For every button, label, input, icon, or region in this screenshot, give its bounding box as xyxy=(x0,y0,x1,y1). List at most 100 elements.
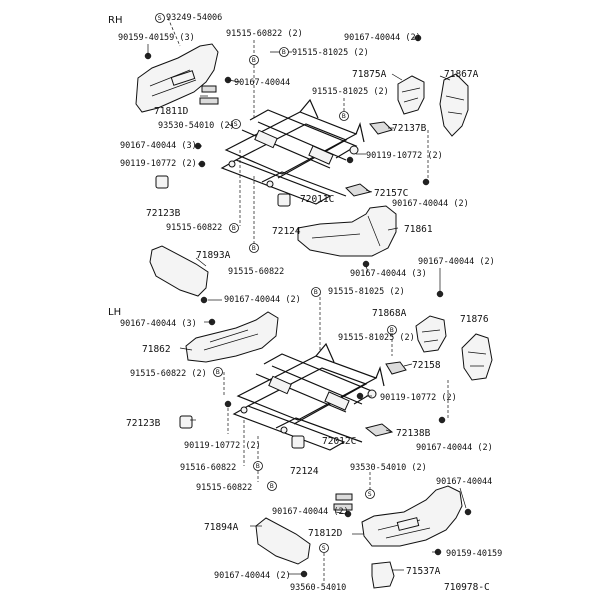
label-91515-81025-c: 91515-81025 (2) xyxy=(328,287,405,297)
label-90119-10772-lh-l: 90119-10772 (2) xyxy=(184,441,261,451)
label-91515-60822-c: 91515-60822 xyxy=(228,267,284,277)
label-90167-40044-rh-r: 90167-40044 (2) xyxy=(418,257,495,267)
markers-lh: B B B B B S S xyxy=(213,287,397,553)
label-90119-10772-lh-r: 90119-10772 (2) xyxy=(380,393,457,403)
shield-71862 xyxy=(185,311,279,363)
seat-track-72012c xyxy=(232,342,385,451)
label-93560-54010: 93560-54010 xyxy=(290,583,346,593)
label-72124-lh: 72124 xyxy=(290,466,319,477)
cover-71876 xyxy=(461,333,493,381)
label-91516-60822: 91516-60822 xyxy=(180,463,236,473)
cover-71893a xyxy=(149,245,209,297)
clip-72157c xyxy=(345,183,372,197)
label-90167-40044-3: 90167-40044 (3) xyxy=(120,141,197,151)
label-90167-40044-mid: 90167-40044 (2) xyxy=(392,199,469,209)
label-91515-60822-b: 91515-60822 xyxy=(166,223,222,233)
label-90167-40044-upper: 90167-40044 xyxy=(234,78,290,88)
clip-72158 xyxy=(385,361,407,375)
label-72124-rh: 72124 xyxy=(272,226,301,237)
side-label-rh: RH xyxy=(108,15,122,26)
cover-71894a xyxy=(255,517,311,565)
svg-text:B: B xyxy=(342,113,346,120)
label-93530-54010-rh: 93530-54010 (2) xyxy=(158,121,235,131)
label-90159-40159-lh: 90159-40159 xyxy=(446,549,502,559)
shield-71811d xyxy=(135,43,219,113)
bracket-lh-a xyxy=(335,493,353,501)
bracket-rh-a xyxy=(201,85,217,93)
label-72123b-lh: 72123B xyxy=(126,418,161,429)
clip-72137b xyxy=(369,121,393,135)
label-72157c: 72157C xyxy=(374,188,408,199)
side-label-lh: LH xyxy=(108,307,121,318)
cap-72123b-rh xyxy=(155,175,169,189)
label-71812d: 71812D xyxy=(308,528,343,539)
label-90167-40044-lh-3: 90167-40044 (3) xyxy=(120,319,197,329)
label-91515-81025-b: 91515-81025 (2) xyxy=(312,87,389,97)
svg-text:B: B xyxy=(232,225,236,232)
label-72137b: 72137B xyxy=(392,123,427,134)
markers-rh: S B B B S B B xyxy=(155,13,349,253)
label-72011c: 72011C xyxy=(300,194,334,205)
svg-text:B: B xyxy=(282,49,286,56)
cap-72124-rh xyxy=(277,193,291,207)
shield-71812d xyxy=(361,485,463,547)
svg-text:S: S xyxy=(158,15,162,22)
label-72012c: 72012C xyxy=(322,436,356,447)
label-91515-60822-d: 91515-60822 (2) xyxy=(130,369,207,379)
svg-text:S: S xyxy=(368,491,372,498)
label-90167-40044-cover: 90167-40044 (3) xyxy=(350,269,427,279)
clip-72138b xyxy=(364,423,394,437)
label-71862: 71862 xyxy=(142,344,171,355)
leaders-rh xyxy=(147,17,451,301)
label-90167-40044-lh-right: 90167-40044 xyxy=(436,477,492,487)
label-91515-60822-e: 91515-60822 xyxy=(196,483,252,493)
cap-72124-lh xyxy=(291,435,305,449)
label-71893a: 71893A xyxy=(196,250,231,261)
svg-text:B: B xyxy=(252,245,256,252)
label-71811d: 71811D xyxy=(154,106,189,117)
label-72138b: 72138B xyxy=(396,428,431,439)
cover-71537a xyxy=(371,561,395,589)
leaders-lh xyxy=(179,292,467,582)
svg-text:B: B xyxy=(252,57,256,64)
label-90167-40044-lh-2: 90167-40044 (2) xyxy=(272,507,349,517)
svg-text:S: S xyxy=(322,545,326,552)
shield-71861 xyxy=(297,205,397,257)
label-90167-40044-top: 90167-40044 (2) xyxy=(344,33,421,43)
label-93530-54010-lh: 93530-54010 (2) xyxy=(350,463,427,473)
label-71875a: 71875A xyxy=(352,69,387,80)
label-91515-81025-a: 91515-81025 (2) xyxy=(292,48,369,58)
label-90167-40044-lh-r: 90167-40044 (2) xyxy=(416,443,493,453)
cover-71867a xyxy=(439,73,469,137)
svg-text:B: B xyxy=(216,369,220,376)
bracket-rh-b xyxy=(199,97,219,105)
bracket-lh-b xyxy=(333,503,353,511)
cover-71875a xyxy=(397,75,425,115)
svg-text:B: B xyxy=(270,483,274,490)
label-90119-10772-rh-r: 90119-10772 (2) xyxy=(366,151,443,161)
label-90167-40044-bottom: 90167-40044 (2) xyxy=(214,571,291,581)
label-71861: 71861 xyxy=(404,224,433,235)
label-91515-60822-a: 91515-60822 (2) xyxy=(226,29,303,39)
label-71867a: 71867A xyxy=(444,69,479,80)
label-90159-40159-rh: 90159-40159 (3) xyxy=(118,33,195,43)
cap-72123b-lh xyxy=(179,415,193,429)
svg-text:B: B xyxy=(390,327,394,334)
label-710978-c: 710978-C xyxy=(444,582,490,593)
svg-text:S: S xyxy=(234,121,238,128)
label-71537a: 71537A xyxy=(406,566,441,577)
label-72158: 72158 xyxy=(412,360,441,371)
svg-text:B: B xyxy=(314,289,318,296)
label-71868a: 71868A xyxy=(372,308,407,319)
svg-text:B: B xyxy=(256,463,260,470)
label-71894a: 71894A xyxy=(204,522,239,533)
seat-track-72011c xyxy=(220,98,365,205)
label-72123b-rh: 72123B xyxy=(146,208,181,219)
label-93249-54006: 93249-54006 xyxy=(166,13,222,23)
label-90167-40044-lh-top: 90167-40044 (2) xyxy=(224,295,301,305)
label-90119-10772-rh-l: 90119-10772 (2) xyxy=(120,159,197,169)
label-91515-81025-d: 91515-81025 (2) xyxy=(338,333,415,343)
cover-71868a xyxy=(415,315,447,353)
